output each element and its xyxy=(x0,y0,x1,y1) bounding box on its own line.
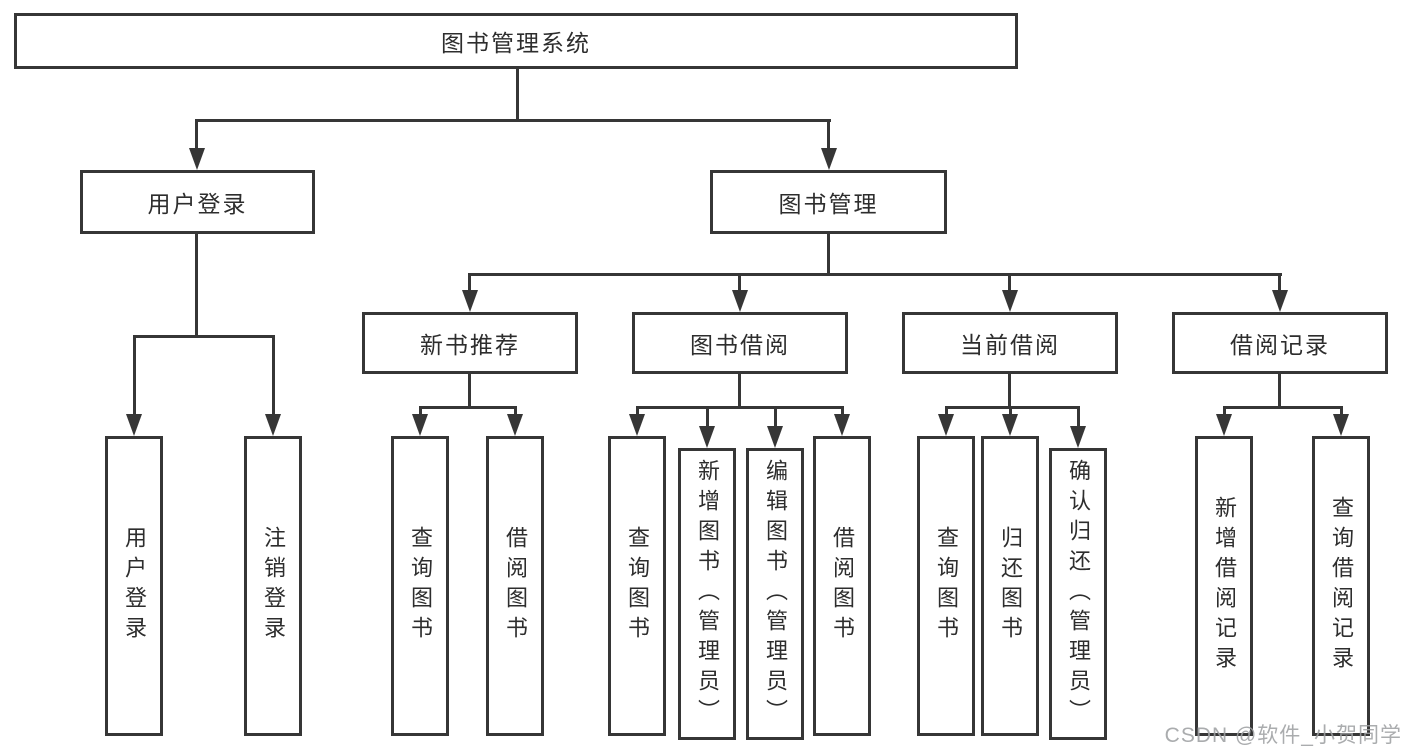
connector-drop xyxy=(1223,406,1226,418)
leaf-borrow-books: 借阅图书 xyxy=(486,436,544,736)
connector-drop xyxy=(419,406,422,418)
csdn-watermark: CSDN @软件_小贺同学 xyxy=(1164,724,1402,747)
connector-bus xyxy=(468,273,1282,276)
arrowhead-down-icon xyxy=(1002,290,1018,312)
connector-drop xyxy=(1008,273,1011,292)
connector-drop xyxy=(1077,406,1080,428)
connector-stem xyxy=(1008,374,1011,409)
connector-drop xyxy=(468,273,471,292)
leaf-query-books: 查询图书 xyxy=(391,436,449,736)
leaf-add-books-admin: 新增图书（管理员） xyxy=(678,448,736,740)
arrowhead-down-icon xyxy=(1002,414,1018,436)
connector-root-stem xyxy=(516,69,519,121)
connector-stem xyxy=(738,374,741,409)
node-borrow-record: 借阅记录 xyxy=(1172,312,1388,374)
connector-stem xyxy=(827,234,830,276)
connector-drop xyxy=(827,119,830,151)
connector-drop xyxy=(945,406,948,418)
arrowhead-down-icon xyxy=(821,148,837,170)
node-book-mgmt: 图书管理 xyxy=(710,170,947,234)
connector-bus xyxy=(133,335,275,338)
connector-drop xyxy=(841,406,844,418)
node-new-book: 新书推荐 xyxy=(362,312,578,374)
connector-drop xyxy=(774,406,777,428)
arrowhead-down-icon xyxy=(1070,426,1086,448)
connector-bus xyxy=(636,406,844,409)
arrowhead-down-icon xyxy=(1333,414,1349,436)
node-root: 图书管理系统 xyxy=(14,13,1018,69)
arrowhead-down-icon xyxy=(938,414,954,436)
leaf-add-borrow-record: 新增借阅记录 xyxy=(1195,436,1253,736)
arrowhead-down-icon xyxy=(412,414,428,436)
connector-bus xyxy=(945,406,1080,409)
connector-stem xyxy=(195,234,198,337)
connector-drop xyxy=(738,273,741,292)
arrowhead-down-icon xyxy=(507,414,523,436)
arrowhead-down-icon xyxy=(834,414,850,436)
leaf-logout: 注销登录 xyxy=(244,436,302,736)
leaf-query-books: 查询图书 xyxy=(917,436,975,736)
arrowhead-down-icon xyxy=(265,414,281,436)
connector-stem xyxy=(1278,374,1281,409)
node-user-login: 用户登录 xyxy=(80,170,315,234)
connector-bus xyxy=(1223,406,1343,409)
leaf-return-books: 归还图书 xyxy=(981,436,1039,736)
connector-drop xyxy=(195,119,198,151)
leaf-query-books: 查询图书 xyxy=(608,436,666,736)
connector-root-bus xyxy=(195,119,831,122)
connector-bus xyxy=(419,406,517,409)
arrowhead-down-icon xyxy=(126,414,142,436)
connector-drop xyxy=(133,335,136,416)
arrowhead-down-icon xyxy=(1272,290,1288,312)
leaf-confirm-return-admin: 确认归还（管理员） xyxy=(1049,448,1107,740)
leaf-user-login: 用户登录 xyxy=(105,436,163,736)
arrowhead-down-icon xyxy=(699,426,715,448)
node-book-borrow: 图书借阅 xyxy=(632,312,848,374)
leaf-borrow-books: 借阅图书 xyxy=(813,436,871,736)
connector-drop xyxy=(514,406,517,418)
connector-drop xyxy=(706,406,709,428)
node-current-borrow: 当前借阅 xyxy=(902,312,1118,374)
arrowhead-down-icon xyxy=(732,290,748,312)
arrowhead-down-icon xyxy=(629,414,645,436)
arrowhead-down-icon xyxy=(462,290,478,312)
connector-drop xyxy=(1340,406,1343,418)
connector-drop xyxy=(1278,273,1281,292)
arrowhead-down-icon xyxy=(189,148,205,170)
leaf-edit-books-admin: 编辑图书（管理员） xyxy=(746,448,804,740)
arrowhead-down-icon xyxy=(767,426,783,448)
connector-drop xyxy=(272,335,275,416)
arrowhead-down-icon xyxy=(1216,414,1232,436)
connector-drop xyxy=(1009,406,1012,418)
connector-drop xyxy=(636,406,639,418)
connector-stem xyxy=(468,374,471,409)
leaf-query-borrow-record: 查询借阅记录 xyxy=(1312,436,1370,736)
